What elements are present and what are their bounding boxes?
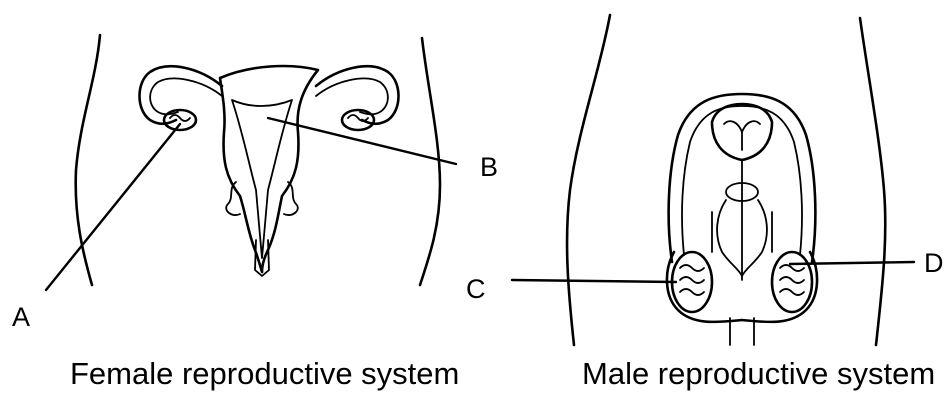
sperm-duct-right	[742, 200, 767, 276]
male-body-outline-right	[860, 18, 885, 345]
ovary-right	[342, 110, 374, 130]
male-body-outline-left	[567, 15, 610, 345]
female-caption: Female reproductive system	[70, 356, 459, 391]
pointer-a	[46, 124, 180, 290]
female-diagram: A B Female reproductive system	[12, 35, 498, 391]
oviduct-left-outer	[140, 66, 223, 123]
pointer-b	[268, 118, 456, 164]
label-b: B	[480, 152, 498, 182]
uterus-outer	[220, 66, 318, 272]
pointer-c	[512, 280, 676, 282]
oviduct-right-inner	[316, 78, 388, 114]
glans-detail	[724, 121, 760, 150]
male-caption: Male reproductive system	[582, 356, 935, 391]
oviduct-right-outer	[316, 66, 399, 123]
pointer-d	[790, 262, 914, 264]
cervix-right	[284, 182, 298, 215]
label-d: D	[924, 248, 944, 278]
testis-left	[672, 252, 712, 312]
uterus-cavity	[232, 100, 292, 258]
testis-left-texture	[680, 265, 704, 295]
testis-right-texture	[780, 265, 804, 295]
ovary-left	[164, 110, 196, 130]
oviduct-left-inner	[150, 78, 222, 114]
label-c: C	[466, 274, 486, 304]
sperm-duct-left	[717, 200, 742, 276]
cervix-left	[226, 182, 240, 215]
male-diagram: C D Male reproductive system	[466, 15, 944, 391]
ovary-right-texture	[348, 115, 368, 121]
female-body-outline-right	[420, 38, 440, 285]
label-a: A	[12, 302, 30, 332]
testis-right	[772, 252, 812, 312]
